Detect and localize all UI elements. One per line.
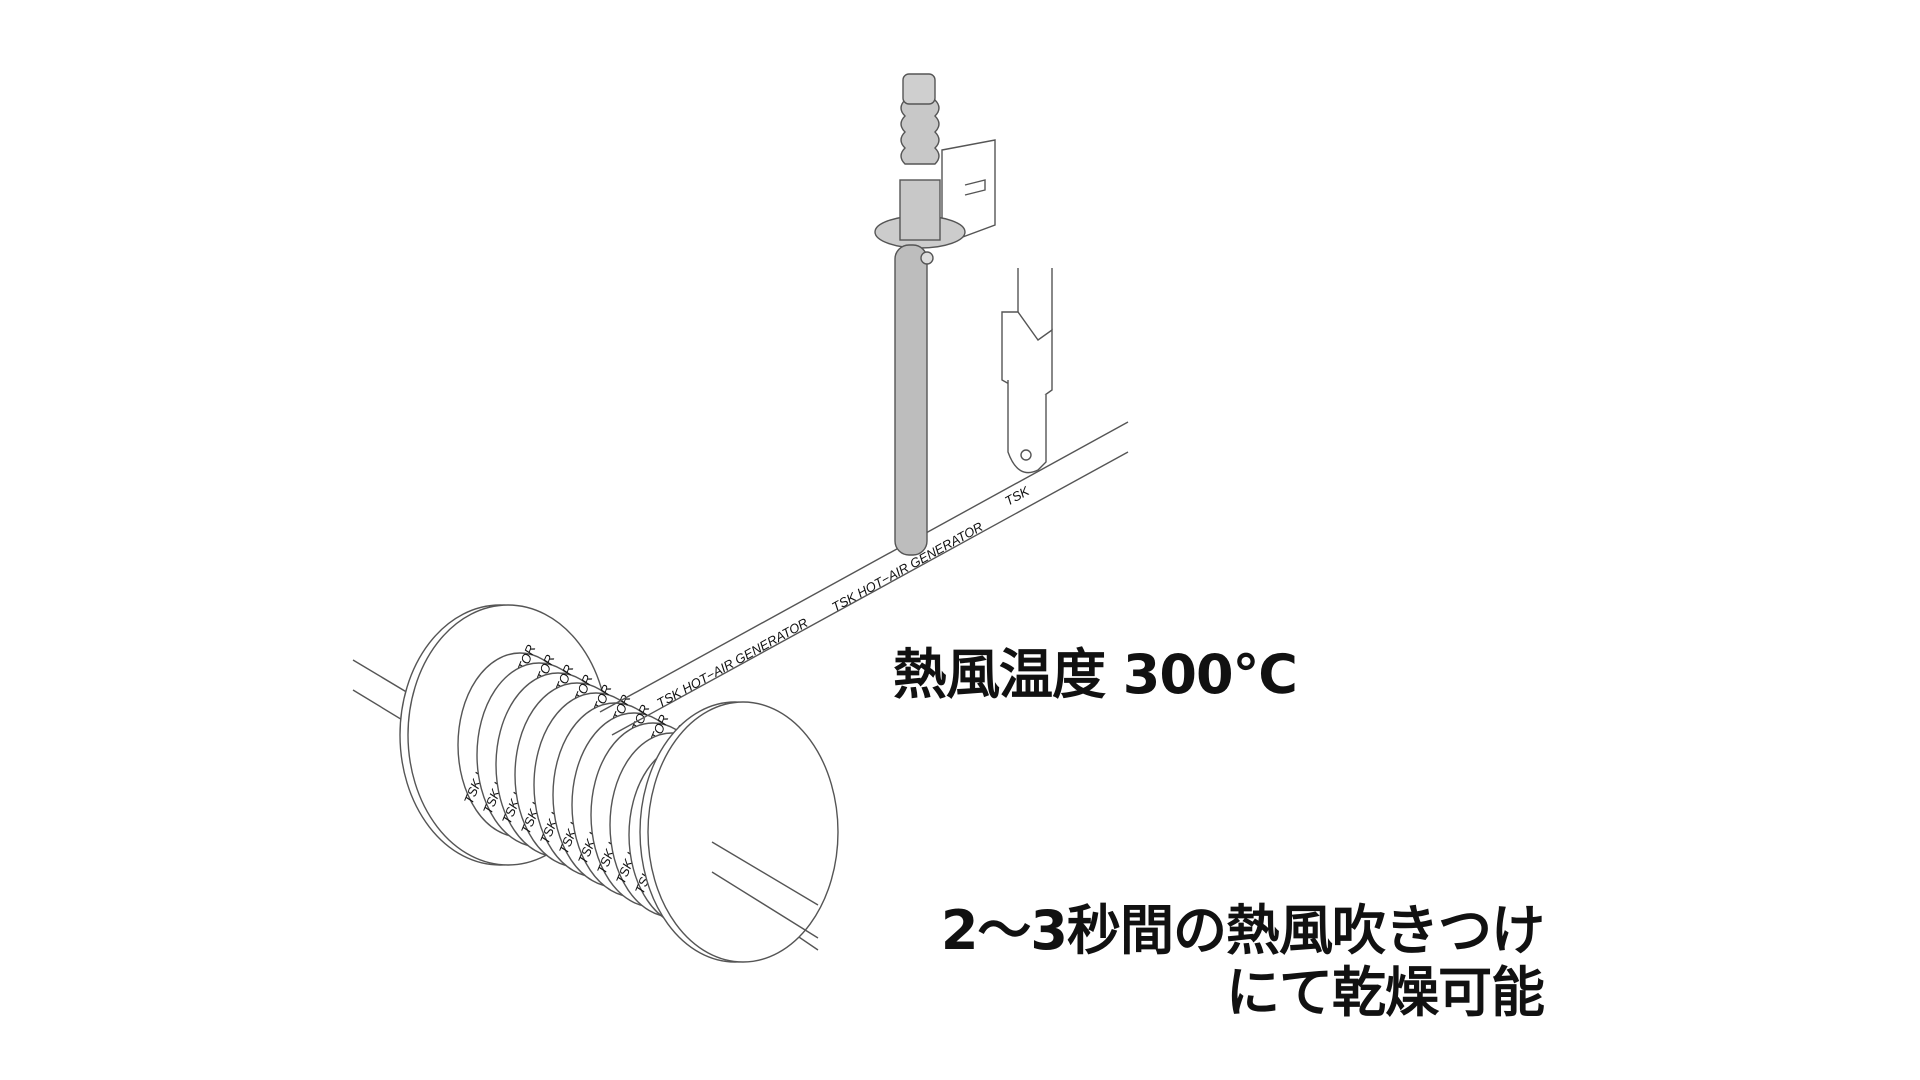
drying-caption-line1: 2～3秒間の熱風吹きつけ xyxy=(940,899,1545,962)
tape-label-short: TSK xyxy=(1002,483,1033,509)
tape-label: TSK HOT−AIR GENERATOR xyxy=(654,615,810,711)
temperature-caption: 熱風温度 300℃ xyxy=(893,643,1298,706)
hot-air-nozzle xyxy=(874,73,996,556)
drying-caption: 2～3秒間の熱風吹きつけ にて乾燥可能 xyxy=(940,899,1545,1024)
drying-caption-line2: にて乾燥可能 xyxy=(1226,961,1545,1024)
reel-right-flange xyxy=(639,701,839,963)
tape-strip xyxy=(599,421,1129,736)
tape-guide xyxy=(1001,268,1053,474)
